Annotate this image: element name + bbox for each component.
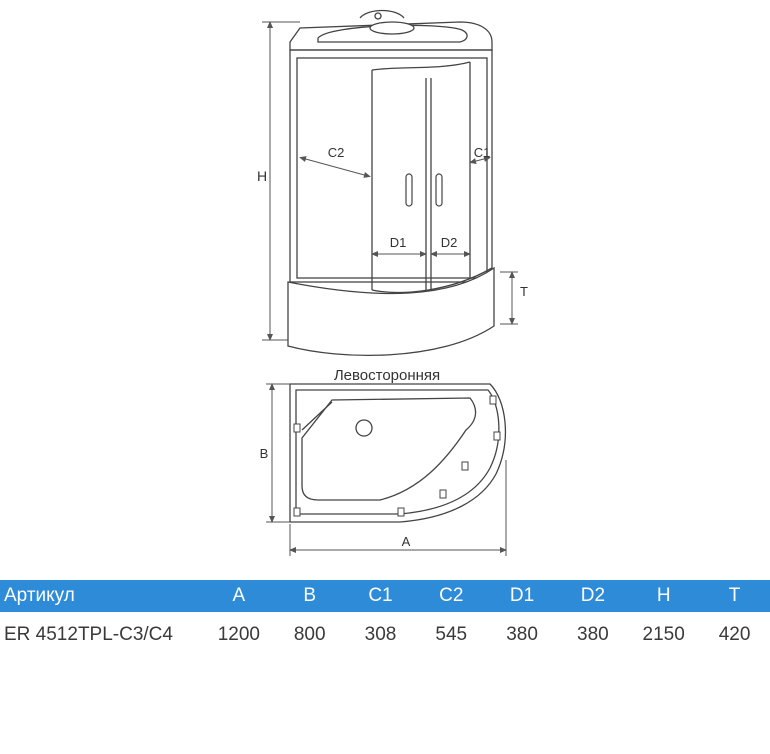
- table-cell: 380: [577, 624, 609, 645]
- table-cell: 2150: [642, 624, 685, 645]
- d2-label: D2: [441, 235, 458, 250]
- c2-dimension: [299, 156, 371, 178]
- plan-view: [289, 383, 506, 523]
- plan-title: Левосторонняя: [334, 367, 440, 384]
- shower-roof: [289, 9, 493, 51]
- column-header: H: [628, 580, 700, 612]
- depth-label: B: [260, 446, 269, 461]
- column-header: A: [203, 580, 275, 612]
- width-dimension: [289, 460, 507, 556]
- column-header: C1: [345, 580, 416, 612]
- table-cell: 308: [364, 624, 397, 645]
- table-row: ER 4512TPL-C3/C4 1200 800 308 545 380 38…: [0, 612, 770, 658]
- table-cell: 380: [506, 624, 538, 645]
- table-cell: 1200: [217, 624, 260, 645]
- column-header: D1: [486, 580, 558, 612]
- column-header: Артикул: [0, 580, 204, 612]
- column-header: C2: [415, 580, 487, 612]
- table-cell: ER 4512TPL-C3/C4: [4, 624, 173, 645]
- tray-height-label: T: [520, 284, 528, 299]
- column-header: D2: [557, 580, 629, 612]
- table-cell: 420: [718, 624, 751, 645]
- width-label: A: [402, 534, 411, 549]
- table-cell: 800: [293, 624, 326, 645]
- column-header: T: [699, 580, 770, 612]
- shower-tray: [287, 266, 495, 357]
- d1-label: D1: [390, 235, 407, 250]
- door-handles: [405, 173, 443, 207]
- height-label: H: [257, 168, 267, 184]
- spec-table: Артикул A B C1 C2 D1 D2 H T ER 4512TPL-C…: [0, 580, 770, 658]
- depth-dimension: [266, 383, 290, 523]
- table-cell: 545: [435, 624, 468, 645]
- c1-label: C1: [474, 145, 491, 160]
- table-header-row: Артикул A B C1 C2 D1 D2 H T: [0, 580, 770, 612]
- shower-cabin-frame: [289, 49, 493, 294]
- c2-label: C2: [328, 145, 345, 160]
- c1-dimension: [469, 156, 491, 164]
- column-header: B: [274, 580, 346, 612]
- plan-door-rollers: [293, 395, 501, 517]
- tray-height-dimension: [500, 271, 518, 325]
